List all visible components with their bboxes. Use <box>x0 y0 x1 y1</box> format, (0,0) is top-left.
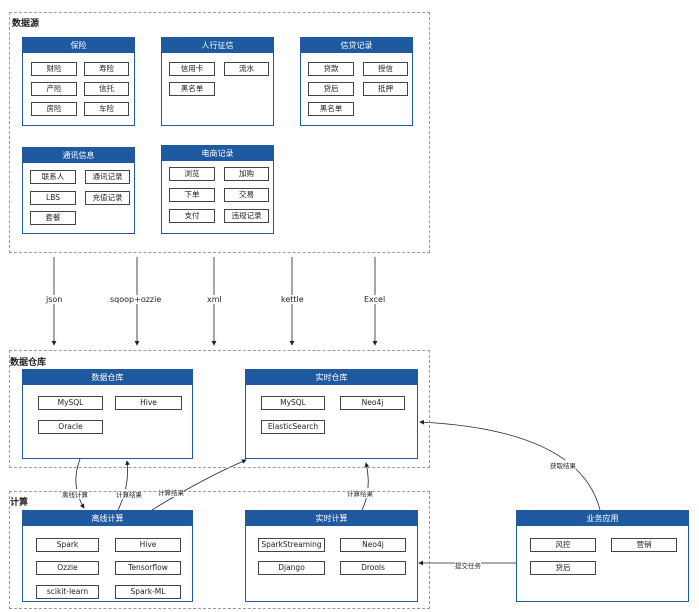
box-realtime-compute: 实时计算 SparkStreaming Neo4j Django Drools <box>245 510 418 602</box>
box-insurance: 保险 财险 寿险 产险 信托 房险 车险 <box>22 37 135 126</box>
item-ecommerce-3: 交易 <box>224 188 269 202</box>
box-credit-bureau: 人行征信 信用卡 流水 黑名单 <box>161 37 274 126</box>
item-loan-records-3: 抵押 <box>363 82 408 96</box>
box-loan-records: 信贷记录 贷款 授信 贷后 抵押 黑名单 <box>300 37 413 126</box>
item-ecommerce-2: 下单 <box>169 188 215 202</box>
box-loan-records-title: 信贷记录 <box>301 38 412 53</box>
box-telecom: 通讯信息 联系人 通讯记录 LBS 充值记录 套餐 <box>22 147 135 234</box>
box-offline-compute: 离线计算 Spark Hive Ozzie Tensorflow scikit-… <box>22 510 193 602</box>
box-business-app-title: 业务应用 <box>517 511 688 526</box>
arrow-offline-calc <box>75 458 85 509</box>
item-ecommerce-1: 加购 <box>224 167 269 181</box>
item-realtime-warehouse-1: Neo4j <box>340 396 405 410</box>
item-credit-bureau-1: 流水 <box>224 62 269 76</box>
item-business-app-0: 风控 <box>530 538 596 552</box>
region-data-source <box>9 12 430 253</box>
arrow-calc-result-1 <box>117 460 130 511</box>
item-data-warehouse-1: Hive <box>115 396 182 410</box>
item-offline-compute-1: Hive <box>115 538 181 552</box>
item-credit-bureau-0: 信用卡 <box>169 62 215 76</box>
item-loan-records-2: 贷后 <box>308 82 354 96</box>
item-insurance-5: 车险 <box>84 102 129 116</box>
item-offline-compute-2: Ozzie <box>36 561 99 575</box>
item-telecom-4: 套餐 <box>30 211 76 225</box>
label-json: json <box>46 295 63 304</box>
item-offline-compute-3: Tensorflow <box>115 561 181 575</box>
region-data-source-title: 数据源 <box>12 19 40 29</box>
item-credit-bureau-2: 黑名单 <box>169 82 215 96</box>
item-offline-compute-4: scikit-learn <box>36 585 99 599</box>
label-kettle: kettle <box>281 295 304 304</box>
item-realtime-warehouse-2: ElasticSearch <box>261 420 325 434</box>
label-offline-calc: 离线计算 <box>62 489 88 499</box>
label-sqoop-ozzie: sqoop+ozzie <box>110 295 162 304</box>
arrow-fetch-result <box>419 419 601 511</box>
box-ecommerce: 电商记录 浏览 加购 下单 交易 支付 违规记录 <box>161 145 274 234</box>
item-ecommerce-5: 违规记录 <box>224 209 269 223</box>
box-realtime-compute-title: 实时计算 <box>246 511 417 526</box>
box-telecom-title: 通讯信息 <box>23 148 134 163</box>
item-telecom-3: 充值记录 <box>85 191 130 205</box>
box-realtime-warehouse: 实时仓库 MySQL Neo4j ElasticSearch <box>245 369 418 459</box>
label-calc-result-2: 计算结果 <box>158 487 184 497</box>
box-insurance-title: 保险 <box>23 38 134 53</box>
item-realtime-compute-0: SparkStreaming <box>258 538 325 552</box>
item-telecom-1: 通讯记录 <box>85 170 130 184</box>
region-warehouse-title: 数据仓库 <box>10 358 47 368</box>
item-insurance-3: 信托 <box>84 82 129 96</box>
item-telecom-0: 联系人 <box>30 170 76 184</box>
box-credit-bureau-title: 人行征信 <box>162 38 273 53</box>
item-loan-records-1: 授信 <box>363 62 408 76</box>
item-offline-compute-0: Spark <box>36 538 99 552</box>
item-business-app-2: 贷后 <box>530 561 596 575</box>
item-insurance-4: 房险 <box>31 102 77 116</box>
item-telecom-2: LBS <box>30 191 76 205</box>
item-realtime-compute-3: Drools <box>340 561 406 575</box>
box-data-warehouse-title: 数据仓库 <box>23 370 192 385</box>
box-business-app: 业务应用 风控 营销 贷后 <box>516 510 689 602</box>
item-loan-records-0: 贷款 <box>308 62 354 76</box>
item-business-app-1: 营销 <box>611 538 677 552</box>
arrow-calc-result-2 <box>151 459 247 511</box>
region-warehouse <box>9 350 430 468</box>
item-insurance-1: 寿险 <box>84 62 129 76</box>
item-realtime-compute-1: Neo4j <box>340 538 406 552</box>
region-compute <box>9 491 430 609</box>
item-ecommerce-4: 支付 <box>169 209 215 223</box>
item-offline-compute-5: Spark-ML <box>115 585 181 599</box>
item-insurance-2: 产险 <box>31 82 77 96</box>
label-xml: xml <box>207 295 222 304</box>
item-data-warehouse-2: Oracle <box>38 420 103 434</box>
item-loan-records-4: 黑名单 <box>308 102 354 116</box>
box-realtime-warehouse-title: 实时仓库 <box>246 370 417 385</box>
label-submit-task: 提交任务 <box>455 560 481 570</box>
item-realtime-compute-2: Django <box>258 561 325 575</box>
item-realtime-warehouse-0: MySQL <box>261 396 325 410</box>
label-calc-result-1: 计算结果 <box>116 489 142 499</box>
label-excel: Excel <box>364 295 386 304</box>
box-ecommerce-title: 电商记录 <box>162 146 273 161</box>
item-data-warehouse-0: MySQL <box>38 396 103 410</box>
item-insurance-0: 财险 <box>31 62 77 76</box>
box-data-warehouse: 数据仓库 MySQL Hive Oracle <box>22 369 193 459</box>
label-calc-result-3: 计算结果 <box>347 488 373 498</box>
item-ecommerce-0: 浏览 <box>169 167 215 181</box>
region-compute-title: 计算 <box>10 498 29 508</box>
box-offline-compute-title: 离线计算 <box>23 511 192 526</box>
label-fetch-result: 获取结果 <box>550 460 576 470</box>
